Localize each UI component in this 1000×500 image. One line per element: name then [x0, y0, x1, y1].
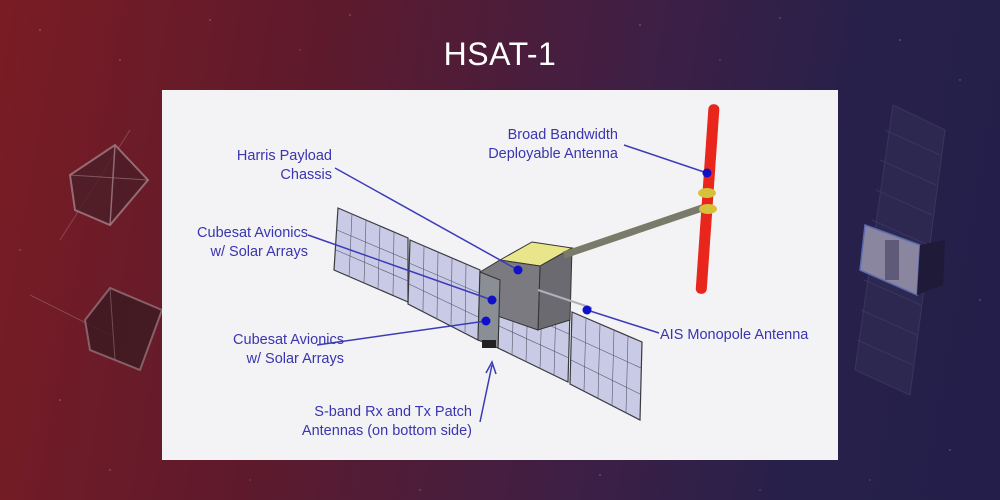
- broad-bandwidth-antenna: [695, 104, 720, 294]
- left-solar-array: [333, 207, 481, 341]
- label-cubesat-avionics-bottom: Cubesat Avionics w/ Solar Arrays: [233, 331, 344, 369]
- label-line: Deployable Antenna: [488, 146, 618, 162]
- label-harris-payload-chassis: Harris Payload Chassis: [237, 147, 332, 185]
- hsat1-diagram-panel: Harris Payload Chassis Cubesat Avionics …: [162, 90, 838, 460]
- label-ais-monopole-antenna: AIS Monopole Antenna: [660, 326, 808, 345]
- label-cubesat-avionics-top: Cubesat Avionics w/ Solar Arrays: [197, 224, 308, 262]
- background-cubesat-icon: [59, 130, 150, 240]
- label-line: Antennas (on bottom side): [301, 423, 472, 439]
- label-line: AIS Monopole Antenna: [660, 327, 809, 343]
- background-satellite-icon: [854, 104, 946, 396]
- label-line: w/ Solar Arrays: [246, 351, 345, 367]
- label-line: w/ Solar Arrays: [210, 244, 309, 260]
- ais-monopole: [537, 289, 593, 309]
- background-cubesat-icon: [30, 286, 164, 372]
- label-line: Cubesat Avionics: [197, 225, 308, 241]
- satellite-diagram: [307, 104, 720, 423]
- label-s-band-patch-antennas: S-band Rx and Tx Patch Antennas (on bott…: [302, 403, 472, 441]
- leader-lines: [307, 144, 708, 423]
- label-broad-bandwidth-antenna: Broad Bandwidth Deployable Antenna: [488, 126, 618, 164]
- slide-title: HSAT-1: [443, 36, 557, 72]
- antenna-boom: [562, 202, 710, 259]
- label-line: S-band Rx and Tx Patch: [314, 404, 472, 420]
- label-line: Chassis: [280, 167, 332, 183]
- label-line: Broad Bandwidth: [507, 127, 618, 143]
- payload-chassis: [477, 241, 574, 349]
- label-line: Cubesat Avionics: [233, 332, 344, 348]
- marker-dots: [481, 168, 712, 326]
- label-line: Harris Payload: [236, 148, 332, 164]
